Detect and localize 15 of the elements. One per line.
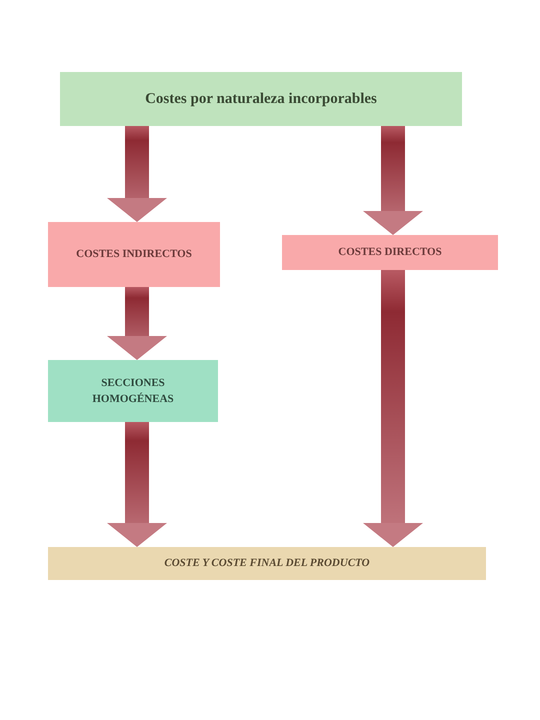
process-box [48,547,486,580]
box-label: COSTES INDIRECTOS [76,247,192,262]
block-arrow [363,270,423,547]
process-box [48,222,220,287]
process-box [282,235,498,270]
block-arrow [107,126,167,222]
process-box [48,360,218,422]
block-arrow [107,422,167,547]
box-label: COSTE Y COSTE FINAL DEL PRODUCTO [164,556,370,570]
box-label: Costes por naturaleza incorporables [145,90,377,108]
block-arrow [363,126,423,235]
block-arrow [107,287,167,360]
box-label: COSTES DIRECTOS [338,245,442,260]
process-box [60,72,462,126]
box-label: SECCIONES HOMOGÉNEAS [91,376,175,407]
